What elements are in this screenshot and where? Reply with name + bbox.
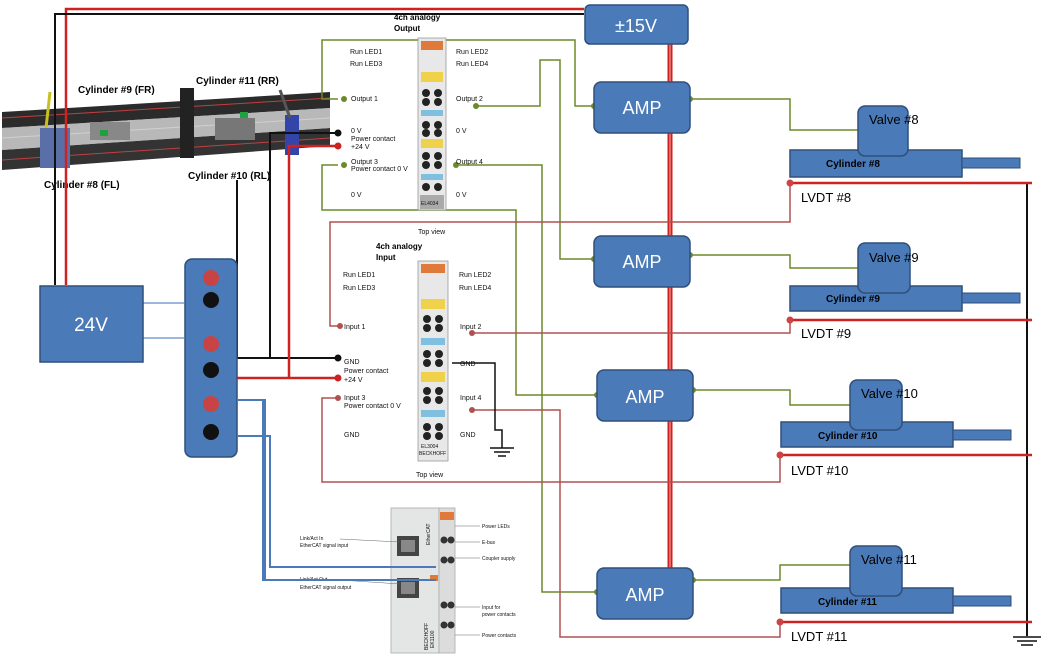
input-module-brand: BECKHOFF xyxy=(419,451,446,457)
terminal-block xyxy=(184,258,238,458)
input-right-label-4: GND xyxy=(460,432,476,439)
input-module-model: EL3004 xyxy=(421,444,438,450)
output-module: 4ch analogy Output EL4034 Top view Run L… xyxy=(350,13,488,236)
input-led-right-1: Run LED2 xyxy=(459,272,491,279)
output-led-left-1: Run LED1 xyxy=(350,49,382,56)
amp-4: AMP xyxy=(596,567,694,620)
amp-3: AMP xyxy=(596,369,694,422)
output-module-title-1: 4ch analogy xyxy=(394,13,441,22)
amp-2-label: AMP xyxy=(622,252,661,272)
connection-dots xyxy=(334,96,794,626)
cylinder-10-label: Cylinder #10 xyxy=(818,431,878,442)
output-left-label-2: 0 V xyxy=(351,128,362,135)
valve-8-label: Valve #8 xyxy=(869,112,919,127)
coupler-brand: BECKHOFF xyxy=(424,623,430,650)
output-module-model: EL4034 xyxy=(421,201,438,207)
output-module-title-2: Output xyxy=(394,24,421,33)
input-left-label-2: GND xyxy=(344,359,360,366)
amp-2: AMP xyxy=(593,235,691,288)
coupler-right-label-1: Power LEDs xyxy=(482,524,510,530)
ethercat-wires xyxy=(237,399,436,581)
input-right-label-2: GND xyxy=(460,361,476,368)
valve-10: Valve #10 xyxy=(849,379,918,431)
cylinder-8-label: Cylinder #8 xyxy=(826,159,880,170)
lvdt-9-label: LVDT #9 xyxy=(801,326,851,341)
input-module-title-1: 4ch analogy xyxy=(376,242,423,251)
input-right-label-1: Input 2 xyxy=(460,324,482,331)
coupler-model: EK1100 xyxy=(430,630,436,648)
valve-9: Valve #9 xyxy=(857,242,919,294)
output-right-label-4: 0 V xyxy=(456,192,467,199)
input-led-left-2: Run LED3 xyxy=(343,285,375,292)
valve-11: Valve #11 xyxy=(849,545,917,597)
input-left-label-1: Input 1 xyxy=(344,324,366,331)
valve-8: Valve #8 xyxy=(857,105,919,157)
lvdt-10-label: LVDT #10 xyxy=(791,463,848,478)
valve-9-label: Valve #9 xyxy=(869,250,919,265)
power-supply-15v: ±15V xyxy=(584,4,689,45)
output-left-label-7: 0 V xyxy=(351,192,362,199)
output-led-left-2: Run LED3 xyxy=(350,61,382,68)
amp-1: AMP xyxy=(593,81,691,134)
amp-3-label: AMP xyxy=(625,387,664,407)
coupler-left-label-4: EtherCAT signal output xyxy=(300,585,352,591)
power-supply-24v: 24V xyxy=(39,285,144,363)
coupler-right-label-5: power contacts xyxy=(482,612,516,618)
output-left-label-4: +24 V xyxy=(351,144,370,151)
input-module: 4ch analogy Input EL3004 BECKHOFF Top vi… xyxy=(343,242,491,479)
amp-4-label: AMP xyxy=(625,585,664,605)
valve-11-label: Valve #11 xyxy=(861,552,917,567)
rig-label-cylinder-9: Cylinder #9 (FR) xyxy=(78,85,155,96)
test-rig-image xyxy=(1,88,331,170)
cylinder-11-label: Cylinder #11 xyxy=(818,597,877,608)
cylinder-9-label: Cylinder #9 xyxy=(826,294,880,305)
coupler-left-label-1: Link/Act In xyxy=(300,536,324,542)
coupler-side-text: EtherCAT xyxy=(426,523,432,545)
rig-label-cylinder-8: Cylinder #8 (FL) xyxy=(44,180,120,191)
power-supply-15v-label: ±15V xyxy=(615,16,657,36)
output-right-label-3: Output 4 xyxy=(456,159,483,166)
input-left-label-3: Power contact xyxy=(344,368,388,375)
output-left-label-3: Power contact xyxy=(351,136,395,143)
output-left-label-1: Output 1 xyxy=(351,96,378,103)
input-led-left-1: Run LED1 xyxy=(343,272,375,279)
output-right-label-1: Output 2 xyxy=(456,96,483,103)
input-left-label-7: GND xyxy=(344,432,360,439)
lvdt-11-label: LVDT #11 xyxy=(791,629,847,644)
coupler-right-label-6: Power contacts xyxy=(482,633,517,639)
ethercat-coupler: EtherCAT BECKHOFF EK1100 Link/Act In Eth… xyxy=(300,507,517,654)
output-right-label-2: 0 V xyxy=(456,128,467,135)
power-supply-24v-label: 24V xyxy=(74,315,108,336)
amp-1-label: AMP xyxy=(622,98,661,118)
ground-symbol-input xyxy=(490,447,514,457)
rig-label-cylinder-11: Cylinder #11 (RR) xyxy=(196,76,279,87)
coupler-right-label-3: Coupler supply xyxy=(482,556,516,562)
input-led-right-2: Run LED4 xyxy=(459,285,491,292)
ground-symbol-right xyxy=(1013,636,1041,646)
input-module-title-2: Input xyxy=(376,253,396,262)
input-left-label-5: Input 3 xyxy=(344,395,366,402)
output-left-label-5: Output 3 xyxy=(351,159,378,166)
output-led-right-2: Run LED4 xyxy=(456,61,488,68)
valve-10-label: Valve #10 xyxy=(861,386,918,401)
input-right-label-3: Input 4 xyxy=(460,395,482,402)
lvdt-8-label: LVDT #8 xyxy=(801,190,851,205)
output-led-right-1: Run LED2 xyxy=(456,49,488,56)
output-left-label-6: Power contact 0 V xyxy=(351,166,408,173)
rig-label-cylinder-10: Cylinder #10 (RL) xyxy=(188,171,270,182)
input-left-label-4: +24 V xyxy=(344,377,363,384)
coupler-right-label-2: E-bus xyxy=(482,540,496,546)
input-module-view: Top view xyxy=(416,472,444,479)
output-module-view: Top view xyxy=(418,229,446,236)
coupler-left-label-2: EtherCAT signal input xyxy=(300,543,349,549)
coupler-right-label-4: Input for xyxy=(482,605,501,611)
wires xyxy=(54,7,1032,638)
input-left-label-6: Power contact 0 V xyxy=(344,403,401,410)
